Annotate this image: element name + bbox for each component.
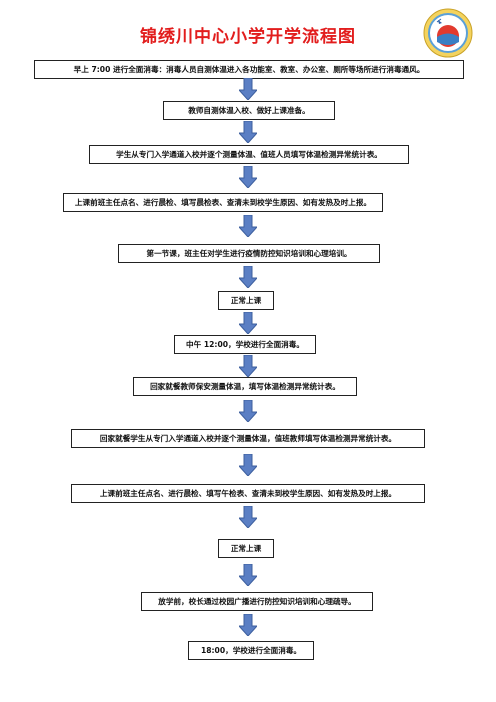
flow-step-4: 上课前班主任点名、进行晨检、填写晨检表、查清未到校学生原因、如有发热及时上报。 <box>63 193 383 212</box>
flow-step-2: 教师自测体温入校、做好上课准备。 <box>163 101 335 120</box>
arrow-down-icon <box>239 312 257 334</box>
arrow-down-icon <box>239 564 257 586</box>
school-emblem-icon <box>423 8 473 58</box>
flow-step-5: 第一节课，班主任对学生进行疫情防控知识培训和心理培训。 <box>118 244 380 263</box>
arrow-down-icon <box>239 614 257 636</box>
flow-step-11: 正常上课 <box>218 539 274 558</box>
flow-step-12: 放学前，校长通过校园广播进行防控知识培训和心理疏导。 <box>141 592 373 611</box>
arrow-down-icon <box>239 266 257 288</box>
arrow-down-icon <box>239 166 257 188</box>
flow-step-13: 18:00，学校进行全面消毒。 <box>188 641 314 660</box>
flow-step-3: 学生从专门入学通道入校并逐个测量体温、值班人员填写体温检测异常统计表。 <box>89 145 409 164</box>
arrow-down-icon <box>239 215 257 237</box>
page-title: 锦绣川中心小学开学流程图 <box>140 27 356 47</box>
flow-step-7: 中午 12:00，学校进行全面消毒。 <box>174 335 316 354</box>
arrow-down-icon <box>239 454 257 476</box>
flow-step-8: 回家就餐教师保安测量体温，填写体温检测异常统计表。 <box>133 377 357 396</box>
arrow-down-icon <box>239 78 257 100</box>
flow-step-10: 上课前班主任点名、进行晨检、填写午检表、查清未到校学生原因、如有发热及时上报。 <box>71 484 425 503</box>
arrow-down-icon <box>239 506 257 528</box>
flow-step-1: 早上 7:00 进行全面消毒：消毒人员自测体温进入各功能室、教室、办公室、厕所等… <box>34 60 464 79</box>
flow-step-6: 正常上课 <box>218 291 274 310</box>
flow-step-9: 回家就餐学生从专门入学通道入校并逐个测量体温，值班教师填写体温检测异常统计表。 <box>71 429 425 448</box>
arrow-down-icon <box>239 400 257 422</box>
arrow-down-icon <box>239 121 257 143</box>
arrow-down-icon <box>239 355 257 377</box>
